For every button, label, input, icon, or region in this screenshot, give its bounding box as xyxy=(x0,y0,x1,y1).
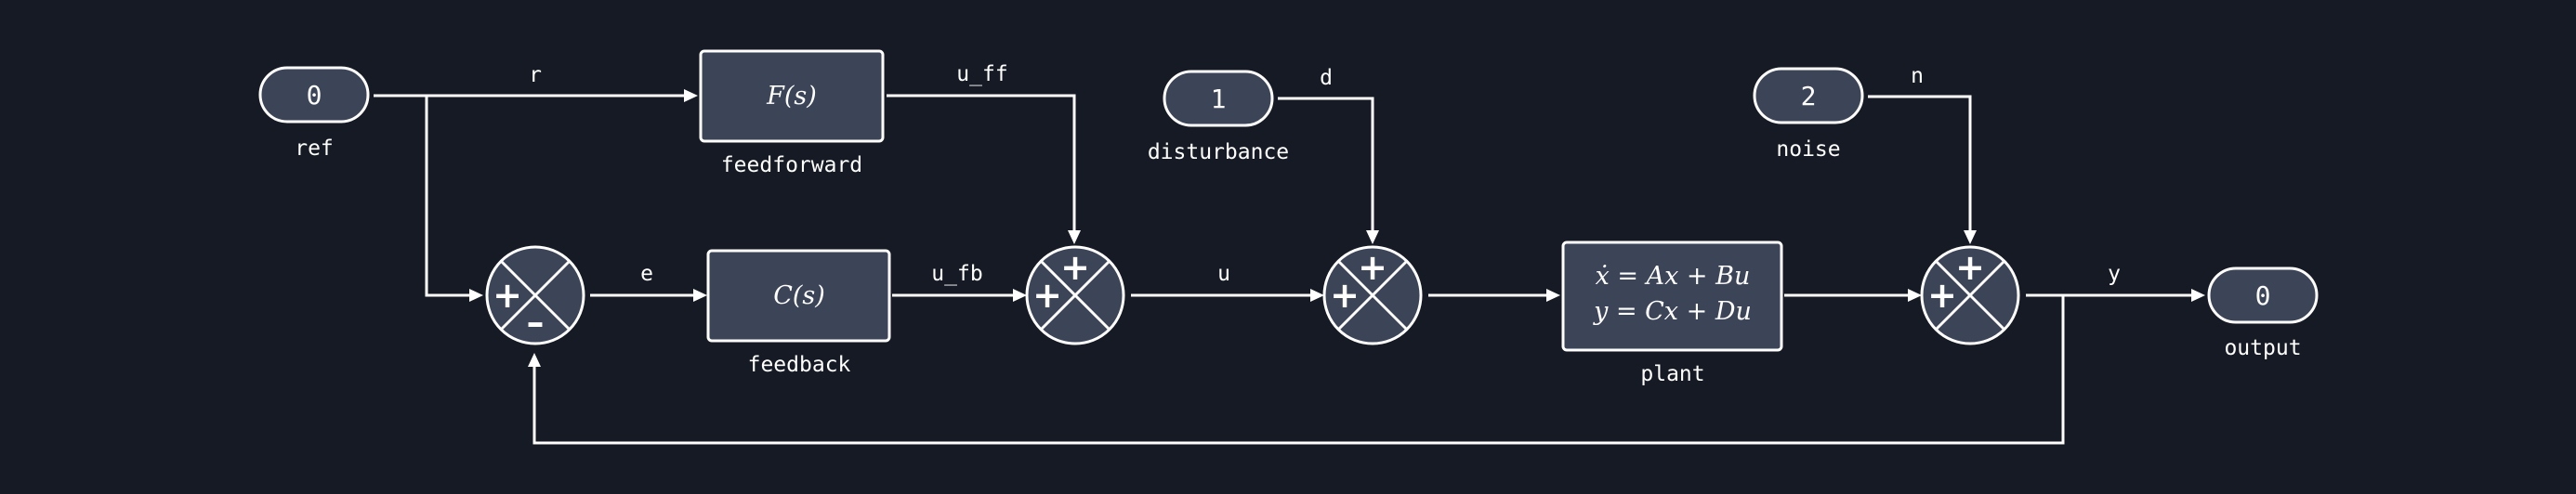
arrowhead xyxy=(469,289,483,302)
sum-control-left-sign: + xyxy=(1032,275,1062,316)
arrowhead xyxy=(528,353,541,367)
signal-label-d: d xyxy=(1320,66,1333,90)
port-output-value: 0 xyxy=(2255,280,2271,311)
port-output-label: output xyxy=(2224,336,2301,360)
signal-label-r: r xyxy=(529,63,542,87)
arrowhead xyxy=(693,289,707,302)
port-disturbance[interactable]: 1 disturbance xyxy=(1148,70,1289,164)
arrowhead xyxy=(2191,289,2205,302)
port-output[interactable]: 0 output xyxy=(2207,266,2319,360)
wire-uff-to-control-sum xyxy=(887,94,1076,232)
sum-noise-top-sign: + xyxy=(1955,247,1985,288)
sum-junction-error[interactable]: + – xyxy=(485,245,585,345)
port-noise[interactable]: 2 noise xyxy=(1753,67,1864,162)
block-feedback-label: feedback xyxy=(748,353,851,377)
block-feedforward-label: feedforward xyxy=(721,153,862,177)
port-disturbance-value: 1 xyxy=(1211,84,1227,114)
wire-ref-to-error-sum xyxy=(425,96,471,297)
arrowhead xyxy=(1964,230,1977,244)
port-ref-label: ref xyxy=(295,136,334,161)
sum-junction-noise[interactable]: + + xyxy=(1920,245,2020,345)
sum-disturbance-left-sign: + xyxy=(1330,275,1360,316)
wire-feedback-loop xyxy=(532,295,2065,445)
signal-label-u-fb: u_fb xyxy=(931,262,982,286)
signal-labels: r u_ff d n e u_fb u y xyxy=(529,62,2121,286)
signal-label-u-ff: u_ff xyxy=(956,62,1007,86)
arrowhead xyxy=(1068,230,1081,244)
signal-label-e: e xyxy=(640,262,653,286)
sum-junction-control[interactable]: + + xyxy=(1025,245,1125,345)
sum-error-bottom-sign: – xyxy=(527,302,545,343)
block-plant[interactable]: ẋ = Ax + Bu y = Cx + Du plant xyxy=(1561,240,1783,386)
block-feedback-expr: C(s) xyxy=(773,281,825,310)
block-feedforward-expr: F(s) xyxy=(766,82,817,110)
port-noise-value: 2 xyxy=(1801,81,1817,111)
arrowhead xyxy=(1546,289,1560,302)
wire-d-to-disturbance-sum xyxy=(1278,97,1374,232)
sum-junction-disturbance[interactable]: + + xyxy=(1322,245,1423,345)
block-plant-label: plant xyxy=(1640,362,1704,386)
arrowhead xyxy=(1908,289,1922,302)
signal-label-y: y xyxy=(2108,262,2121,286)
port-disturbance-label: disturbance xyxy=(1148,140,1289,164)
port-noise-label: noise xyxy=(1776,137,1840,162)
arrowhead xyxy=(684,89,698,102)
wires xyxy=(374,89,2205,445)
signal-label-u: u xyxy=(1217,262,1230,286)
block-plant-state-equation: ẋ = Ax + Bu xyxy=(1596,262,1751,291)
port-ref[interactable]: 0 ref xyxy=(258,66,370,161)
arrowhead xyxy=(1310,289,1324,302)
sum-disturbance-top-sign: + xyxy=(1358,247,1387,288)
arrowhead xyxy=(1366,230,1379,244)
arrowhead xyxy=(1013,289,1027,302)
sum-control-top-sign: + xyxy=(1060,247,1090,288)
sum-noise-left-sign: + xyxy=(1927,275,1957,316)
wire-n-to-noise-sum xyxy=(1868,95,1972,232)
signal-label-n: n xyxy=(1911,64,1924,88)
port-ref-value: 0 xyxy=(307,80,322,110)
sum-error-left-sign: + xyxy=(493,275,522,316)
block-plant-output-equation: y = Cx + Du xyxy=(1593,297,1752,326)
block-feedback[interactable]: C(s) feedback xyxy=(706,249,891,377)
block-feedforward[interactable]: F(s) feedforward xyxy=(699,49,885,177)
